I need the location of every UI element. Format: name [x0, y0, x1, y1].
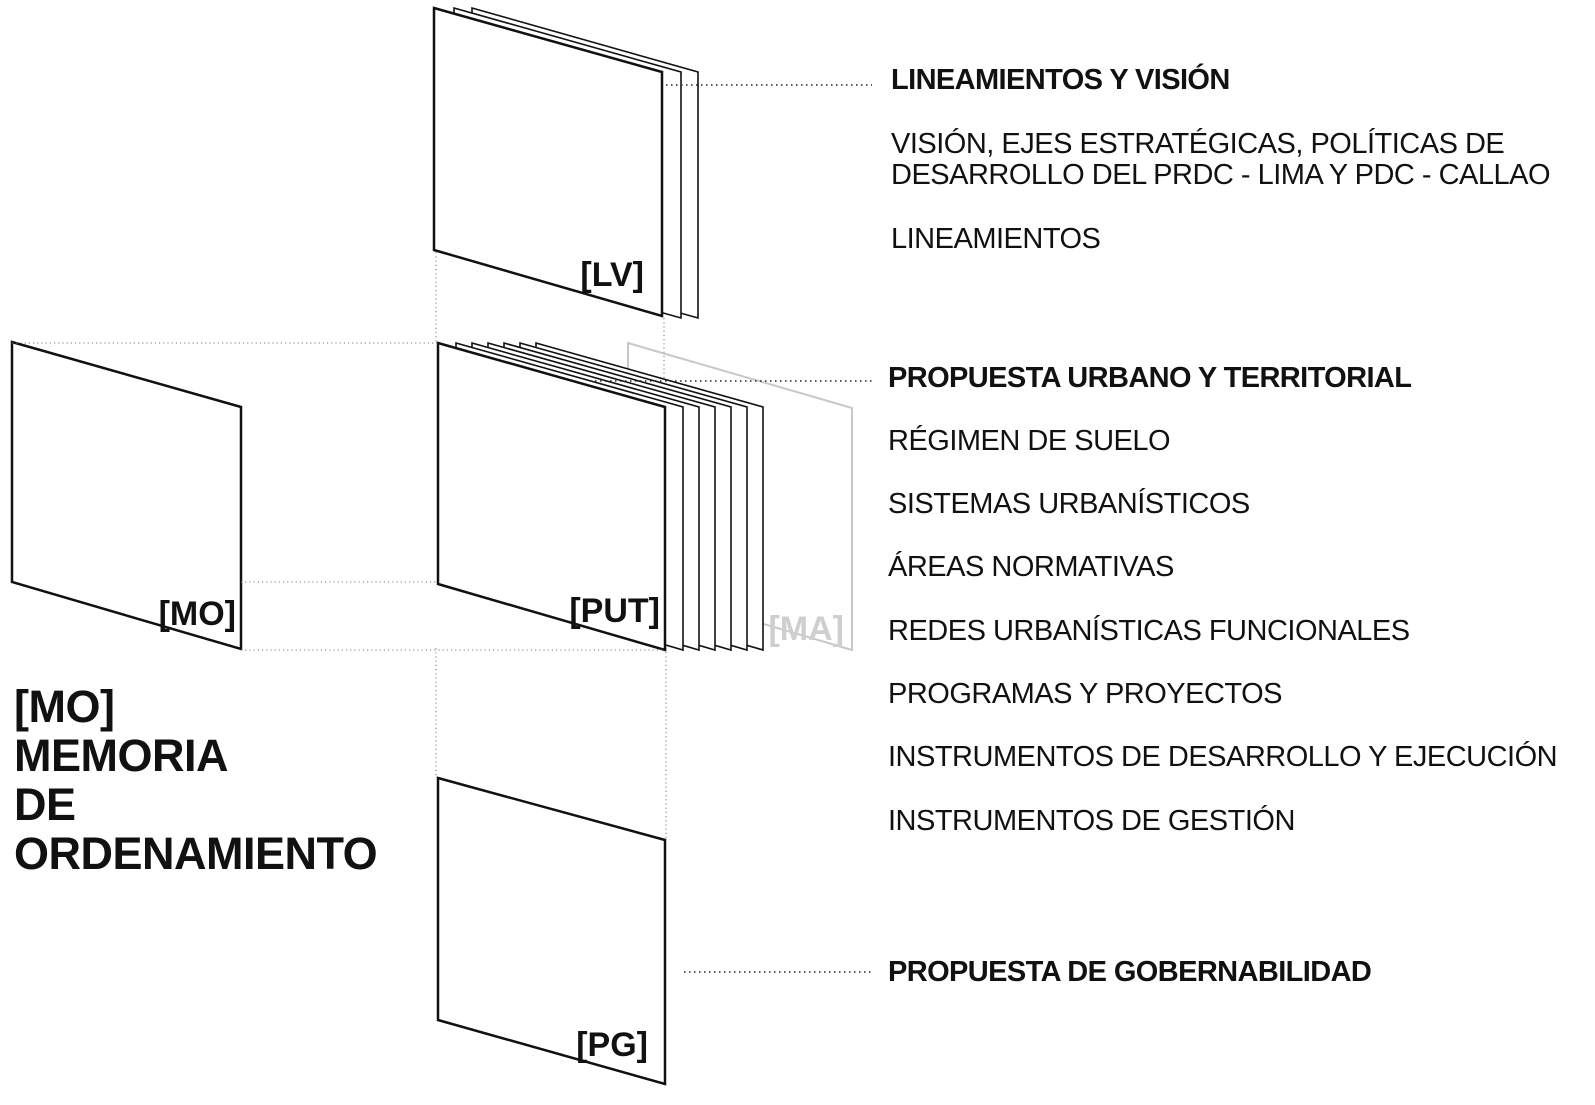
- leader-lines: [590, 84, 872, 973]
- sheet-mo-code: [MO]: [159, 595, 236, 633]
- memoria-title-line-2: DE: [14, 779, 76, 830]
- memoria-title: [MO] MEMORIA DE ORDENAMIENTO: [14, 681, 378, 879]
- item-redes-urbanisticas: REDES URBANÍSTICAS FUNCIONALES: [888, 615, 1410, 647]
- item-instrumentos-gestion: INSTRUMENTOS DE GESTIÓN: [888, 805, 1295, 837]
- vertical-guides: [435, 248, 667, 840]
- sheet-put-code: [PUT]: [569, 592, 660, 630]
- item-areas-normativas: ÁREAS NORMATIVAS: [888, 551, 1174, 583]
- memoria-title-line-1: MEMORIA: [14, 730, 229, 781]
- item-instrumentos-desarrollo: INSTRUMENTOS DE DESARROLLO Y EJECUCIÓN: [888, 741, 1558, 773]
- item-vision-line2: DESARROLLO DEL PRDC - LIMA Y PDC - CALLA…: [891, 159, 1551, 191]
- heading-lineamientos: LINEAMIENTOS Y VISIÓN: [891, 64, 1230, 96]
- item-regimen-suelo: RÉGIMEN DE SUELO: [888, 425, 1171, 457]
- memoria-title-line-code: [MO]: [14, 681, 115, 732]
- sheet-mo: [MO]: [10, 340, 243, 651]
- item-lineamientos: LINEAMIENTOS: [891, 223, 1101, 255]
- sheet-ma: [MA]: [627, 341, 853, 652]
- heading-gobernabilidad: PROPUESTA DE GOBERNABILIDAD: [888, 956, 1372, 988]
- sheet-stack-put: [PUT]: [436, 341, 764, 652]
- sheet-lv-code: [LV]: [580, 256, 644, 294]
- memoria-title-line-3: ORDENAMIENTO: [14, 828, 378, 879]
- heading-propuesta-urbano: PROPUESTA URBANO Y TERRITORIAL: [888, 362, 1412, 394]
- mo-connectors: [12, 342, 665, 651]
- sheet-stack-lv: [LV]: [432, 6, 699, 320]
- sheet-pg: [PG]: [436, 776, 667, 1086]
- item-sistemas-urbanisticos: SISTEMAS URBANÍSTICOS: [888, 488, 1250, 520]
- sheet-ma-code: [MA]: [768, 610, 844, 648]
- item-programas-proyectos: PROGRAMAS Y PROYECTOS: [888, 678, 1283, 710]
- sheet-pg-code: [PG]: [576, 1026, 648, 1064]
- item-vision-line1: VISIÓN, EJES ESTRATÉGICAS, POLÍTICAS DE: [891, 128, 1505, 160]
